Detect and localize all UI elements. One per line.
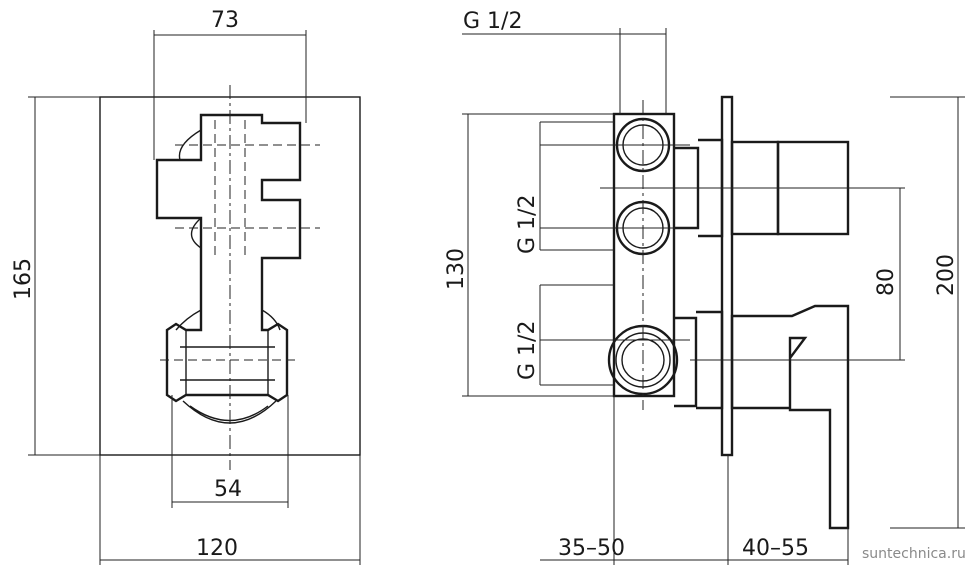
mixer-lever [730,304,850,530]
valve-body-outline [155,113,302,403]
side-view: G 1/2 G 1/2 G 1/2 130 80 200 35–50 40–55 [444,9,965,565]
dim-35-50-label: 35–50 [558,536,625,561]
dim-40-55-label: 40–55 [742,536,809,561]
dim-200-label: 200 [934,254,959,296]
valve-inner-contour [180,330,275,395]
dim-130-label: 130 [444,248,469,290]
dim-54-label: 54 [214,477,242,502]
side-valve-body [612,112,676,398]
front-cover-plate [99,96,361,456]
dim-165-label: 165 [11,258,36,300]
dim-g-low-label: G 1/2 [515,321,540,380]
dim-120-label: 120 [196,536,238,561]
dim-80-label: 80 [874,268,899,296]
dim-73-label: 73 [211,8,239,33]
dim-g-mid-label: G 1/2 [515,195,540,254]
front-view: 73 165 54 120 [11,8,361,565]
watermark: suntechnica.ru [862,546,966,562]
side-cover-plate [720,95,734,457]
dim-g-top-label: G 1/2 [463,9,522,34]
